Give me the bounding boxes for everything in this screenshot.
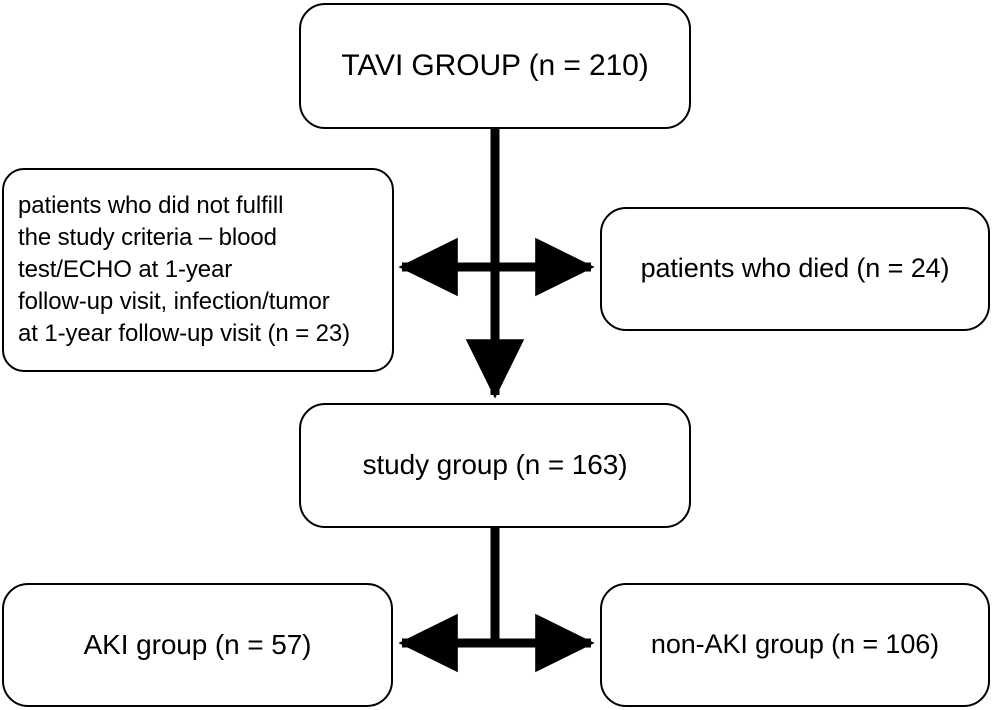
excluded-line-5: at 1-year follow-up visit (n = 23) [18,319,351,347]
node-aki-group: AKI group (n = 57) [2,583,393,707]
node-study-group: study group (n = 163) [299,403,691,528]
node-non-aki-group: non-AKI group (n = 106) [600,583,990,707]
node-non-aki-group-label: non-AKI group (n = 106) [650,629,940,660]
node-aki-group-label: AKI group (n = 57) [83,628,312,660]
excluded-line-4: follow-up visit, infection/tumor [18,287,330,315]
node-patients-died: patients who died (n = 24) [600,207,990,331]
node-tavi-group: TAVI GROUP (n = 210) [299,3,691,129]
node-patients-died-label: patients who died (n = 24) [640,253,950,284]
node-excluded-patients: patients who did not fulfill the study c… [2,168,394,372]
excluded-line-3: test/ECHO at 1-year [18,256,233,284]
excluded-line-2: the study criteria – blood [18,224,277,252]
excluded-line-1: patients who did not fulfill [18,192,284,220]
node-study-group-label: study group (n = 163) [362,449,628,481]
node-tavi-group-label: TAVI GROUP (n = 210) [341,49,649,83]
node-excluded-patients-label: patients who did not fulfill the study c… [4,190,392,350]
